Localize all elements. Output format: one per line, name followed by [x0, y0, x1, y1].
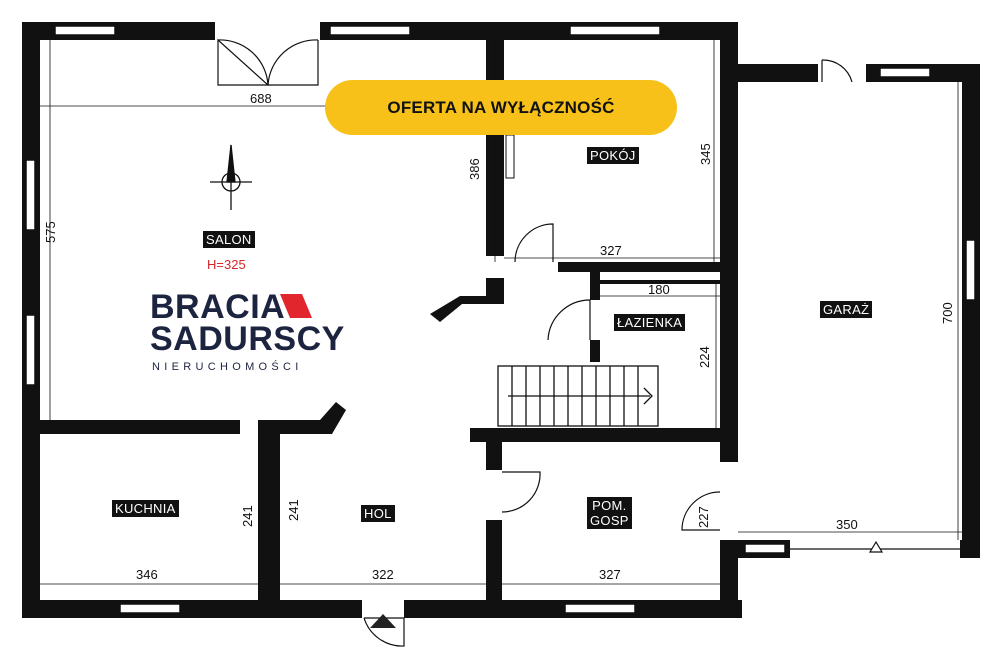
dim-pom-width: 327: [599, 567, 621, 582]
bath-door-opening: [586, 300, 604, 340]
logo-subtitle: NIERUCHOMOŚCI: [152, 361, 303, 373]
dim-salon-depth: 575: [43, 221, 58, 243]
window: [25, 159, 36, 231]
garage-wall-right: [962, 64, 980, 558]
garage-arrow-icon: [868, 540, 884, 553]
window: [119, 603, 181, 614]
hol-wall-stub: [505, 134, 515, 179]
room-label-salon: SALON: [203, 231, 255, 248]
wall-right-house: [720, 22, 738, 462]
compass-icon: [210, 144, 252, 210]
stairs: [497, 365, 659, 427]
dim-lazienka-depth: 224: [697, 346, 712, 368]
garage-side-opening: [716, 490, 742, 536]
dim-salon-width: 688: [250, 91, 272, 106]
wall-bath-mid: [600, 280, 720, 284]
wall-diagonal-salon: [430, 296, 504, 322]
door-swing: [217, 38, 270, 86]
wall-pom-left: [486, 442, 502, 618]
room-label-hol: HOL: [361, 505, 395, 522]
logo-line1: BRACIA: [150, 288, 286, 326]
exclusive-offer-badge: OFERTA NA WYŁĄCZNOŚĆ: [325, 80, 677, 135]
room-label-kuchnia: KUCHNIA: [112, 500, 179, 517]
room-label-lazienka: ŁAZIENKA: [614, 314, 686, 331]
terrace-door-opening: [215, 18, 320, 44]
logo-accent: [280, 294, 312, 318]
room-label-pom-gosp: POM. GOSP: [587, 497, 632, 529]
pom-door-opening: [482, 470, 506, 520]
dim-kuchnia-depth: 241: [240, 505, 255, 527]
window: [569, 25, 661, 36]
window: [329, 25, 411, 36]
dim-kuchnia-width: 346: [136, 567, 158, 582]
window: [744, 543, 786, 554]
dim-pokoj-width: 327: [600, 243, 622, 258]
room-label-pokoj: POKÓJ: [587, 147, 639, 164]
door-swing: [514, 223, 554, 263]
door-swing: [267, 39, 319, 86]
entrance-arrow-icon: [370, 614, 396, 628]
window: [879, 67, 931, 78]
dim-garaz-width: 350: [836, 517, 858, 532]
garage-wall-left-low: [720, 540, 738, 618]
wall-diagonal-hol: [320, 402, 346, 434]
dim-garaz-depth: 700: [940, 302, 955, 324]
wall-pokoj-bottom: [486, 262, 738, 272]
hall-opening: [482, 256, 558, 278]
wall-kitchen-top: [22, 420, 240, 434]
wall-stairs-bottom: [470, 428, 738, 442]
door-swing: [501, 471, 541, 513]
door-swing: [821, 59, 853, 83]
logo-line2: SADURSCY: [150, 320, 345, 358]
wall-hol-top: [258, 420, 320, 434]
wall-kitchen-right: [258, 420, 280, 618]
dim-hol-depth: 241: [286, 499, 301, 521]
dim-salon-side: 386: [467, 158, 482, 180]
windows: [25, 25, 976, 614]
dim-lazienka-width: 180: [648, 282, 670, 297]
window: [564, 603, 636, 614]
door-swing: [363, 617, 405, 647]
window: [965, 239, 976, 301]
window: [54, 25, 116, 36]
room-height-note: H=325: [207, 257, 246, 272]
window: [25, 314, 36, 386]
dim-hol-width: 322: [372, 567, 394, 582]
openings: [215, 18, 960, 647]
door-swing: [681, 491, 721, 531]
brand-logo: BRACIA SADURSCY NIERUCHOMOŚCI: [150, 290, 350, 380]
garage-door-opening: [818, 60, 866, 86]
room-label-garaz: GARAŻ: [820, 301, 873, 318]
dim-pom-depth: 227: [696, 506, 711, 528]
dim-pokoj-depth: 345: [698, 143, 713, 165]
door-swing: [547, 299, 591, 341]
